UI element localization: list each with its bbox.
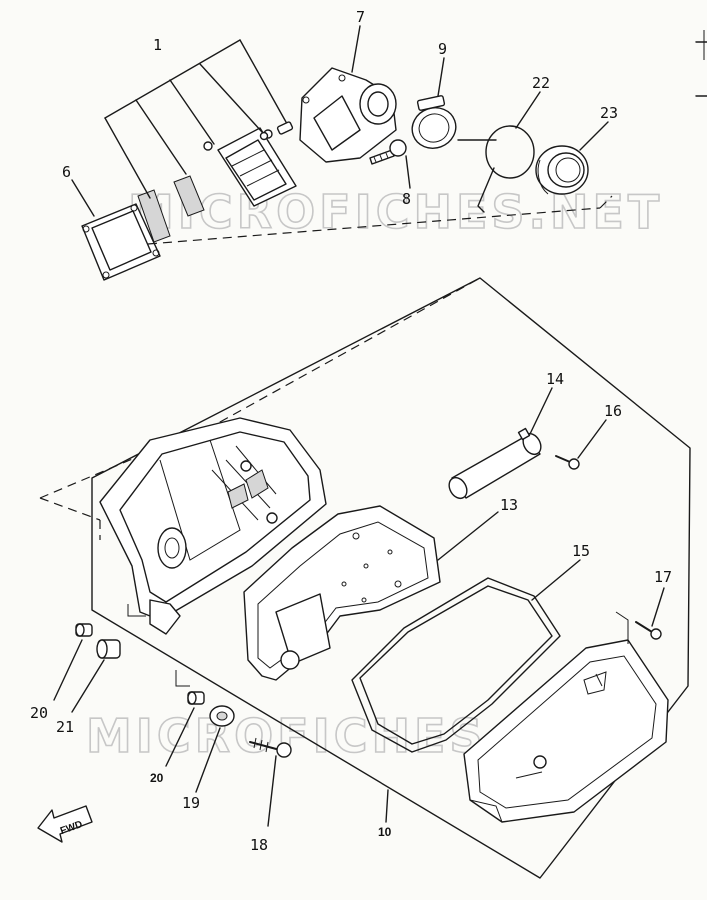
washer-part-19: 19 <box>182 705 235 812</box>
callout-label-7: 7 <box>356 8 365 26</box>
callout-label-15: 15 <box>572 542 590 560</box>
watermark-top: MICROFICHES.NET <box>128 185 663 239</box>
callout-label-20-lower: 20 <box>150 771 164 785</box>
callout-label-22: 22 <box>532 74 550 92</box>
gasket-part-6 <box>81 203 161 281</box>
callout-label-13: 13 <box>500 496 518 514</box>
grommet-part-20-lower: 20 <box>150 670 205 785</box>
reed-petals <box>137 175 205 243</box>
clamp-part-9: 9 <box>411 40 457 149</box>
callout-label-10: 10 <box>378 825 392 839</box>
callout-label-1: 1 <box>153 36 162 54</box>
screw-part-18: 18 <box>249 737 292 854</box>
callout-6: 6 <box>62 163 95 217</box>
callout-label-8: 8 <box>402 190 411 208</box>
seal-ring-part-15: 15 <box>351 542 590 753</box>
callout-label-18: 18 <box>250 836 268 854</box>
screw-part-17: 17 <box>615 568 672 644</box>
callout-label-6: 6 <box>62 163 71 181</box>
airbox-case <box>99 417 327 635</box>
spring-part-22: 22 <box>457 74 550 213</box>
callout-label-19: 19 <box>182 794 200 812</box>
collar-part-21: 21 <box>56 639 121 736</box>
bolt-part-8: 8 <box>369 139 411 208</box>
forward-direction-arrow: FWD <box>37 805 93 843</box>
callout-label-20-upper: 20 <box>30 704 48 722</box>
callout-label-16: 16 <box>604 402 622 420</box>
callout-label-14: 14 <box>546 370 564 388</box>
intake-manifold-part-7: 7 <box>299 8 397 163</box>
screw-small-1 <box>259 121 294 141</box>
callout-label-21: 21 <box>56 718 74 736</box>
reed-valve-block <box>203 127 297 207</box>
callout-1: 1 <box>104 36 287 199</box>
upper-dashed-connector <box>147 195 613 245</box>
intake-tube-part-14: 14 <box>448 370 564 500</box>
edge-marks <box>695 30 707 97</box>
assembly-outline-10: 10 <box>39 277 691 879</box>
screw-part-16: 16 <box>555 402 622 470</box>
callout-label-23: 23 <box>600 104 618 122</box>
callout-label-9: 9 <box>438 40 447 58</box>
grommet-part-20: 20 <box>30 623 93 722</box>
airbox-cover <box>463 639 669 823</box>
boot-part-23: 23 <box>535 104 618 195</box>
filter-element-part-13: 13 <box>243 496 518 681</box>
callout-label-17: 17 <box>654 568 672 586</box>
